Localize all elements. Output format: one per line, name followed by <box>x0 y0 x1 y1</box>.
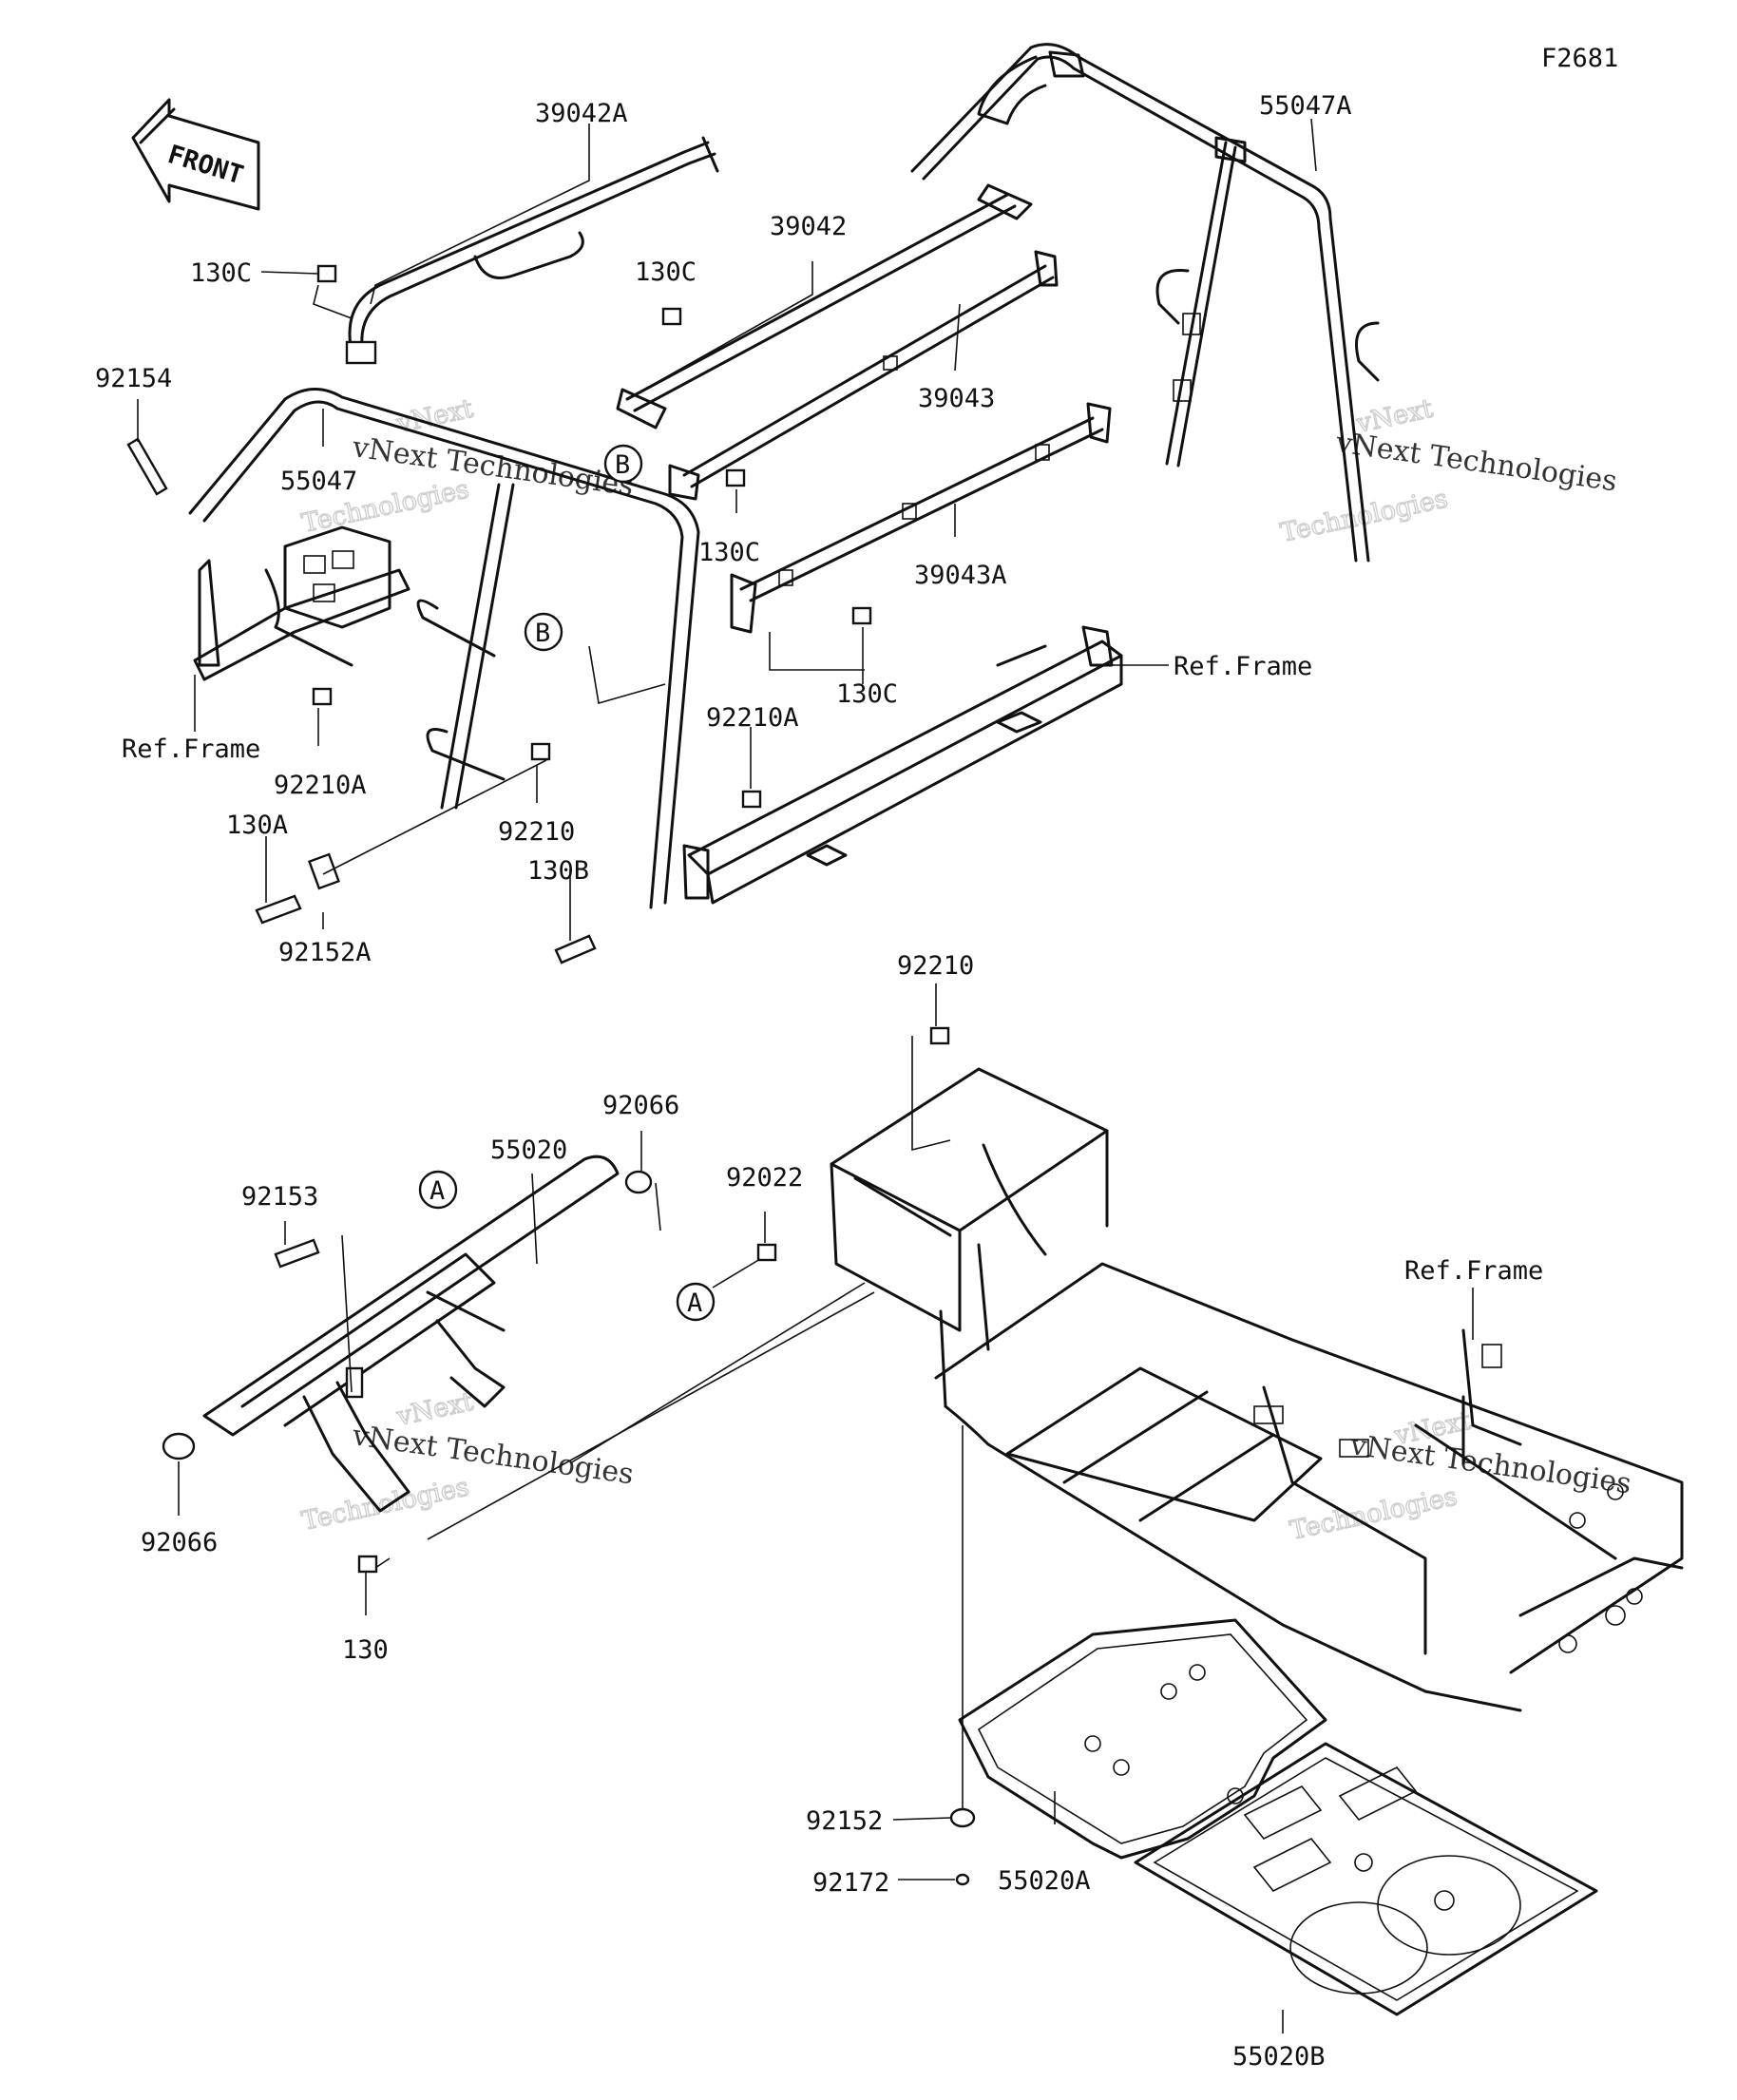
leader-lines <box>137 118 1474 2033</box>
roll-bar-55047A <box>910 43 1380 563</box>
nut-130C-4 <box>851 606 872 625</box>
nut-130C-2 <box>661 307 682 326</box>
front-bracket-assembly <box>193 525 410 681</box>
main-frame <box>830 1067 1684 1712</box>
label-92210A: 92210A <box>274 771 367 800</box>
skid-plate-55020A <box>958 1618 1327 1860</box>
bumper-55020 <box>162 1155 653 1574</box>
skid-plate-55020B <box>1134 1742 1598 2016</box>
diagram-code: F2681 <box>1541 44 1618 73</box>
label-92210: 92210 <box>498 817 575 847</box>
label-130: 130 <box>342 1635 389 1665</box>
collar-92152A <box>307 852 341 890</box>
svg-text:vNext Technologies: vNext Technologies <box>1333 426 1619 498</box>
front-label: FRONT <box>164 140 247 190</box>
nut-92022 <box>756 1243 777 1262</box>
watermark-top-right: vNext Technologies vNext Technologies <box>1277 393 1619 549</box>
svg-text:A: A <box>687 1289 702 1318</box>
label-39042A: 39042A <box>535 99 628 128</box>
crossbar-39043A <box>730 402 1112 634</box>
label-ref-frame: Ref.Frame <box>1404 1256 1543 1286</box>
svg-text:A: A <box>429 1176 445 1206</box>
label-92172: 92172 <box>812 1868 889 1898</box>
label-55047A: 55047A <box>1259 91 1352 121</box>
fasteners-top <box>126 264 872 964</box>
part-labels: F2681 39042A 55047A 130C 39042 130C 9215… <box>95 44 1618 2071</box>
label-ref-frame: Ref.Frame <box>122 735 260 764</box>
bolt-92154 <box>126 437 168 496</box>
svg-text:Technologies: Technologies <box>299 1472 471 1536</box>
label-55047: 55047 <box>280 467 357 496</box>
cap-92066-2 <box>162 1432 196 1460</box>
nut-92210-1 <box>530 742 551 761</box>
roof-rail-39042A <box>345 136 719 365</box>
side-rail-frame <box>682 625 1123 905</box>
bolt-130A <box>255 894 302 925</box>
callout-B-lower: B <box>524 612 563 652</box>
svg-text:B: B <box>535 619 550 648</box>
label-130C: 130C <box>190 258 252 288</box>
svg-text:B: B <box>615 450 630 480</box>
label-92066: 92066 <box>602 1091 679 1120</box>
nut-130C-1 <box>316 264 337 283</box>
nut-92210A-1 <box>312 687 333 706</box>
label-130B: 130B <box>527 856 589 886</box>
label-92153: 92153 <box>241 1182 318 1212</box>
grommet-92152 <box>949 1807 976 1828</box>
callout-B-upper: B <box>603 444 643 484</box>
label-55020: 55020 <box>490 1136 567 1165</box>
nut-130 <box>357 1555 378 1574</box>
crossbar-39043 <box>668 250 1059 501</box>
callout-A-bumper: A <box>418 1170 458 1210</box>
svg-text:Technologies: Technologies <box>1288 1481 1460 1545</box>
label-39042: 39042 <box>770 212 847 241</box>
label-92022: 92022 <box>726 1163 803 1193</box>
bolt-130B <box>554 934 597 964</box>
label-130C: 130C <box>698 538 760 567</box>
svg-text:vNext Technologies: vNext Technologies <box>350 1419 636 1491</box>
fasteners-bottom <box>756 1026 976 1886</box>
label-55020B: 55020B <box>1232 2042 1326 2071</box>
label-92152: 92152 <box>806 1806 883 1836</box>
label-92152A: 92152A <box>278 938 372 967</box>
label-92210: 92210 <box>897 951 974 981</box>
front-direction-arrow: FRONT <box>131 98 260 211</box>
watermark-bottom-right: vNext Technologies vNext Technologies <box>1287 1405 1633 1547</box>
nut-92210-2 <box>929 1026 950 1045</box>
screw-92172 <box>955 1873 970 1886</box>
label-92066: 92066 <box>141 1528 218 1557</box>
label-92154: 92154 <box>95 364 172 393</box>
label-130C: 130C <box>635 258 697 287</box>
label-55020A: 55020A <box>998 1866 1091 1896</box>
bolt-92153 <box>274 1238 320 1269</box>
label-92210A: 92210A <box>706 703 799 733</box>
cap-92066-1 <box>624 1170 653 1194</box>
label-130A: 130A <box>226 811 288 840</box>
nut-130C-3 <box>725 468 746 487</box>
svg-text:vNext Technologies: vNext Technologies <box>1347 1428 1633 1500</box>
label-39043: 39043 <box>918 384 995 413</box>
crossbar-39042 <box>616 183 1033 430</box>
callout-A-frame: A <box>676 1282 716 1322</box>
nut-92210A-2 <box>741 790 762 809</box>
label-ref-frame: Ref.Frame <box>1174 652 1312 681</box>
watermark-bottom-left: vNext Technologies vNext Technologies <box>298 1386 636 1537</box>
label-39043A: 39043A <box>914 561 1007 590</box>
label-130C: 130C <box>836 679 898 709</box>
roll-bar-55047 <box>188 388 700 909</box>
